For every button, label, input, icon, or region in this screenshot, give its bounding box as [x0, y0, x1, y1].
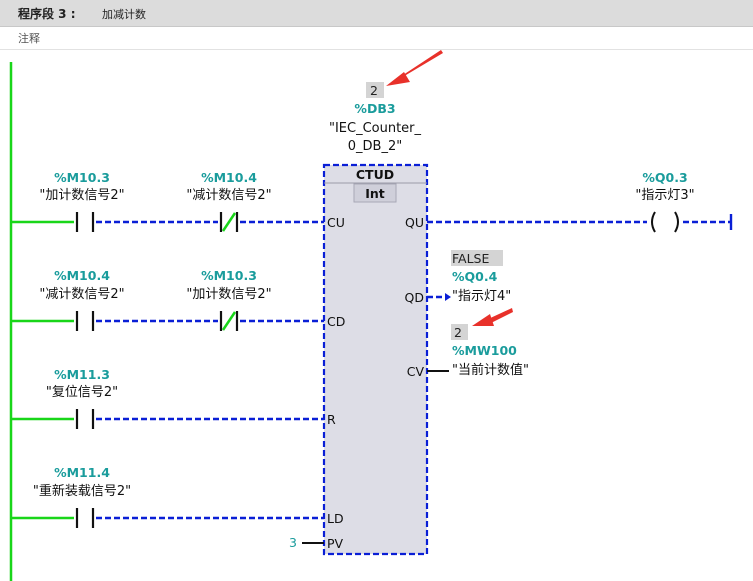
pin-qd: QD: [405, 290, 424, 305]
network-name: 加减计数: [102, 8, 146, 21]
contact-symbol: "减计数信号2": [39, 287, 124, 302]
coil-q0-3[interactable]: [651, 211, 679, 233]
instance-db-address[interactable]: %DB3: [354, 101, 395, 116]
pin-cd: CD: [327, 314, 345, 329]
cv-monitor-value: 2: [454, 325, 462, 340]
annotation-arrow: [386, 50, 443, 86]
qd-monitor-value: FALSE: [452, 251, 489, 266]
pin-pv: PV: [327, 536, 344, 551]
contact-m10-4-nc[interactable]: [219, 212, 239, 232]
block-data-type[interactable]: Int: [365, 186, 385, 201]
qd-address[interactable]: %Q0.4: [452, 269, 498, 284]
comment-label: 注释: [18, 32, 40, 45]
instance-monitor-box: [366, 82, 384, 98]
contact-symbol: "复位信号2": [46, 385, 118, 400]
cv-address[interactable]: %MW100: [452, 343, 517, 358]
ctud-block[interactable]: [322, 163, 429, 556]
pin-cv: CV: [407, 364, 425, 379]
contact-address: %M10.3: [201, 268, 257, 283]
coil-address: %Q0.3: [642, 170, 687, 185]
contact-symbol: "重新装载信号2": [33, 483, 131, 499]
block-type: CTUD: [356, 167, 394, 182]
contact-symbol: "加计数信号2": [39, 188, 124, 203]
pv-constant[interactable]: 3: [289, 535, 297, 550]
annotation-arrow: [472, 308, 513, 326]
contact-address: %M10.4: [201, 170, 257, 185]
pin-ld: LD: [327, 511, 344, 526]
contact-symbol: "加计数信号2": [186, 287, 271, 302]
cv-symbol: "当前计数值": [452, 362, 529, 378]
network-title: 程序段 3 :: [18, 7, 76, 21]
cv-monitor-box: [451, 324, 468, 340]
contact-m10-3-nc[interactable]: [219, 311, 239, 331]
contact-address: %M11.4: [54, 465, 110, 480]
instance-db-name-line2: 0_DB_2": [348, 139, 402, 154]
pin-r: R: [327, 412, 336, 427]
network-comment[interactable]: 注释: [0, 27, 753, 50]
pin-qu: QU: [405, 215, 424, 230]
coil-symbol: "指示灯3": [635, 188, 694, 203]
contact-address: %M10.4: [54, 268, 110, 283]
contact-m11-3-no[interactable]: [75, 409, 95, 429]
instance-monitor-value: 2: [370, 83, 378, 98]
contact-address: %M10.3: [54, 170, 110, 185]
qd-monitor-box: [451, 250, 503, 266]
contact-m10-3-no[interactable]: [75, 212, 95, 232]
pin-cu: CU: [327, 215, 345, 230]
network-header[interactable]: 程序段 3 : 加减计数: [0, 0, 753, 27]
qd-symbol: "指示灯4": [452, 289, 511, 304]
contact-address: %M11.3: [54, 367, 110, 382]
contact-m11-4-no[interactable]: [75, 508, 95, 528]
instance-db-name-line1: "IEC_Counter_: [329, 121, 422, 136]
contact-m10-4-no[interactable]: [75, 311, 95, 331]
contact-symbol: "减计数信号2": [186, 188, 271, 203]
